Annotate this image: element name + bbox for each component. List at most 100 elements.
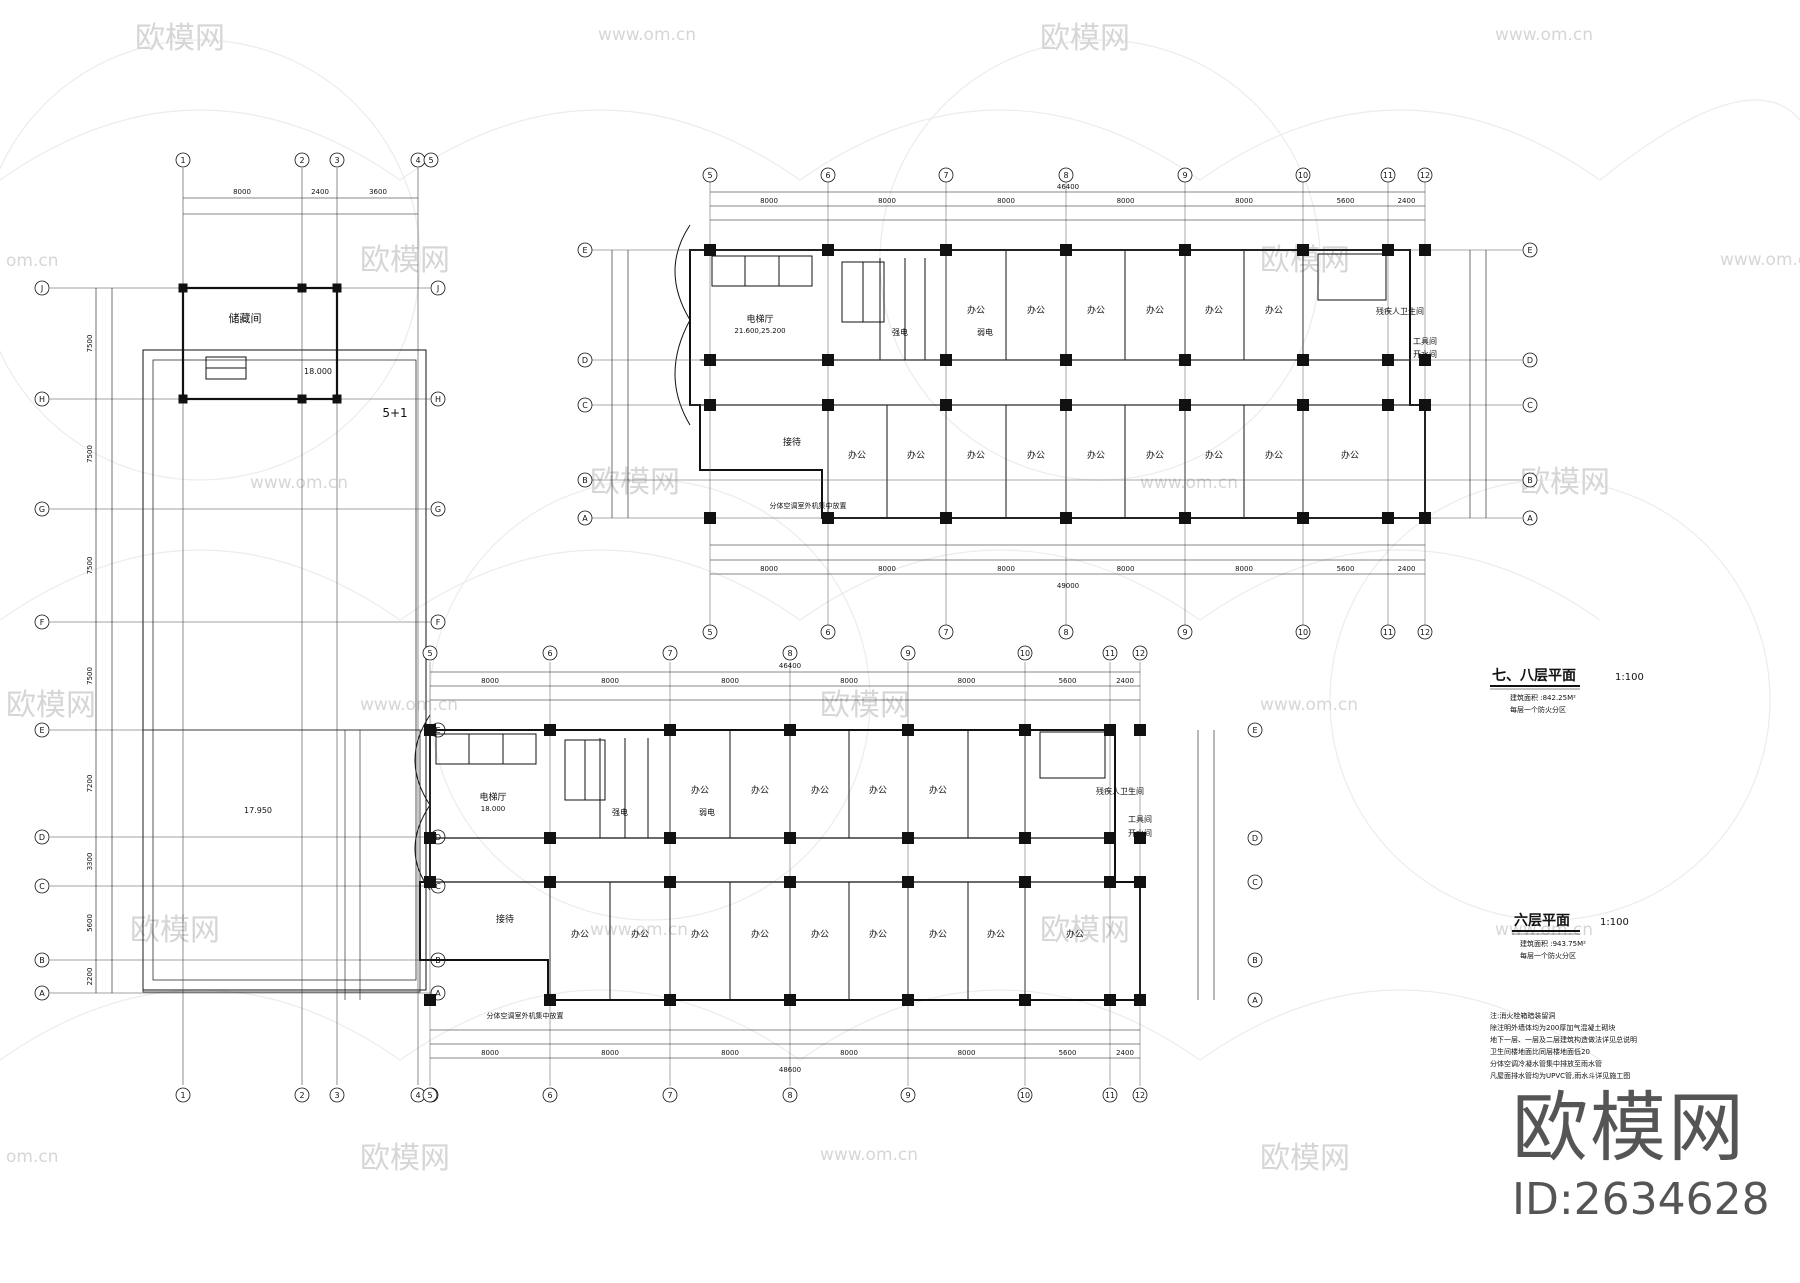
left-dim-side: 5600: [86, 914, 94, 932]
left-axis-side-J: J: [34, 280, 50, 296]
lower-axis-bottom-9: 9: [900, 1087, 916, 1103]
svg-text:9: 9: [905, 649, 910, 658]
upper-reception: 接待: [783, 436, 801, 448]
note-line: 注:消火栓箱暗装留洞: [1490, 1011, 1555, 1020]
svg-text:2: 2: [299, 1091, 304, 1100]
upper-axis-top-9: 9: [1177, 167, 1193, 183]
watermark-block: 欧模网 ID:2634628: [1512, 1090, 1782, 1222]
upper-office-south: 办公: [848, 449, 866, 461]
lower-axis-top-11: 11: [1102, 645, 1118, 661]
lower-axis-top-8: 8: [782, 645, 798, 661]
svg-text:8: 8: [787, 1091, 792, 1100]
upper-axis-right-E: E: [1522, 242, 1538, 258]
svg-text:F: F: [436, 618, 441, 627]
svg-text:3: 3: [334, 1091, 339, 1100]
svg-text:C: C: [582, 401, 588, 410]
svg-text:12: 12: [1135, 649, 1145, 658]
svg-text:B: B: [39, 956, 45, 965]
left-axis-side-r-J: J: [430, 280, 446, 296]
svg-text:3: 3: [334, 156, 339, 165]
note-line: 地下一层、一层及二层建筑构造做法详见总说明: [1490, 1035, 1637, 1044]
lower-axis-top-7: 7: [662, 645, 678, 661]
svg-text:10: 10: [1298, 171, 1308, 180]
svg-text:11: 11: [1383, 628, 1393, 637]
upper-bay-dim: 8000: [997, 197, 1015, 205]
left-axis-side-D: D: [34, 829, 50, 845]
lower-bay-dim-bottom: 2400: [1116, 1049, 1134, 1057]
left-axis-top-5: 5: [423, 152, 439, 168]
svg-text:10: 10: [1020, 1091, 1030, 1100]
svg-text:11: 11: [1105, 649, 1115, 658]
upper-office-north: 办公: [1087, 304, 1105, 316]
upper-elevators: [711, 255, 813, 287]
lower-axis-bottom-5: 5: [422, 1087, 438, 1103]
svg-text:9: 9: [905, 1091, 910, 1100]
svg-text:D: D: [1527, 356, 1533, 365]
svg-text:E: E: [1252, 726, 1257, 735]
upper-bay-dim-bottom: 2400: [1398, 565, 1416, 573]
svg-text:9: 9: [1182, 171, 1187, 180]
svg-text:J: J: [40, 284, 43, 293]
lower-axis-bottom-12: 12: [1132, 1087, 1148, 1103]
lower-office-north: 办公: [811, 784, 829, 796]
upper-water-room: 开水间: [1413, 349, 1437, 359]
lower-axis-bottom-11: 11: [1102, 1087, 1118, 1103]
lower-bay-dim-bottom: 8000: [958, 1049, 976, 1057]
left-axis-top-1: 1: [175, 152, 191, 168]
lower-office-south: 办公: [987, 928, 1005, 940]
left-dim-side: 7500: [86, 445, 94, 463]
lower-bay-dim-bottom: 8000: [601, 1049, 619, 1057]
svg-text:6: 6: [825, 171, 830, 180]
left-axis-bottom-1: 1: [175, 1087, 191, 1103]
svg-text:5: 5: [427, 649, 432, 658]
watermark-texts: 欧模网 www.om.cn 欧模网 www.om.cn om.cn 欧模网 欧模…: [6, 21, 1800, 1176]
svg-text:5: 5: [428, 156, 433, 165]
lower-office-south: 办公: [929, 928, 947, 940]
left-axis-side-C: C: [34, 878, 50, 894]
upper-axis-right-C: C: [1522, 397, 1538, 413]
lower-office-south: 办公: [571, 928, 589, 940]
upper-bay-dim-bottom: 5600: [1337, 565, 1355, 573]
left-dim-side: 7200: [86, 775, 94, 793]
upper-axis-top-10: 10: [1295, 167, 1311, 183]
upper-elevation: 21.600,25.200: [734, 327, 785, 335]
plan-tag: 5+1: [382, 406, 407, 420]
upper-office-north: 办公: [1205, 304, 1223, 316]
upper-overall-width-bottom: 49000: [1057, 582, 1079, 590]
upper-tool-room: 工具间: [1413, 337, 1437, 346]
svg-text:F: F: [40, 618, 45, 627]
svg-text:G: G: [435, 505, 441, 514]
general-notes: 注:消火栓箱暗装留洞除注明外墙体均为200厚加气混凝土砌块地下一层、一层及二层建…: [1490, 1011, 1637, 1080]
svg-text:G: G: [39, 505, 45, 514]
upper-plan: [592, 182, 1522, 625]
svg-text:H: H: [435, 395, 441, 404]
lower-bay-dim-bottom: 5600: [1059, 1049, 1077, 1057]
lower-plan-fire-zone: 每层一个防火分区: [1520, 951, 1576, 960]
upper-axis-bottom-9: 9: [1177, 624, 1193, 640]
lower-axis-bottom-8: 8: [782, 1087, 798, 1103]
svg-text:D: D: [582, 356, 588, 365]
upper-axis-bottom-7: 7: [938, 624, 954, 640]
left-axis-side-r-F: F: [430, 614, 446, 630]
svg-text:5: 5: [707, 628, 712, 637]
lower-plan: [142, 662, 1215, 1086]
upper-bay-dim: 8000: [1235, 197, 1253, 205]
left-plan: [50, 168, 430, 1085]
lower-axis-top-5: 5: [422, 645, 438, 661]
note-line: 分体空调冷凝水管集中排放至雨水管: [1490, 1059, 1602, 1068]
upper-axis-top-6: 6: [820, 167, 836, 183]
upper-axis-left-A: A: [577, 510, 593, 526]
upper-axis-bottom-11: 11: [1380, 624, 1396, 640]
upper-plan-title: 七、八层平面: [1492, 668, 1576, 684]
svg-text:10: 10: [1020, 649, 1030, 658]
watermark-brand: 欧模网: [820, 688, 910, 723]
svg-text:6: 6: [547, 649, 552, 658]
lower-weak-power: 弱电: [699, 807, 715, 817]
lower-water-room: 开水间: [1128, 828, 1152, 838]
svg-text:B: B: [582, 476, 588, 485]
roof-terrace: [142, 729, 421, 993]
watermark-arcs: [0, 39, 1800, 1061]
left-dim-top: 3600: [369, 188, 387, 196]
